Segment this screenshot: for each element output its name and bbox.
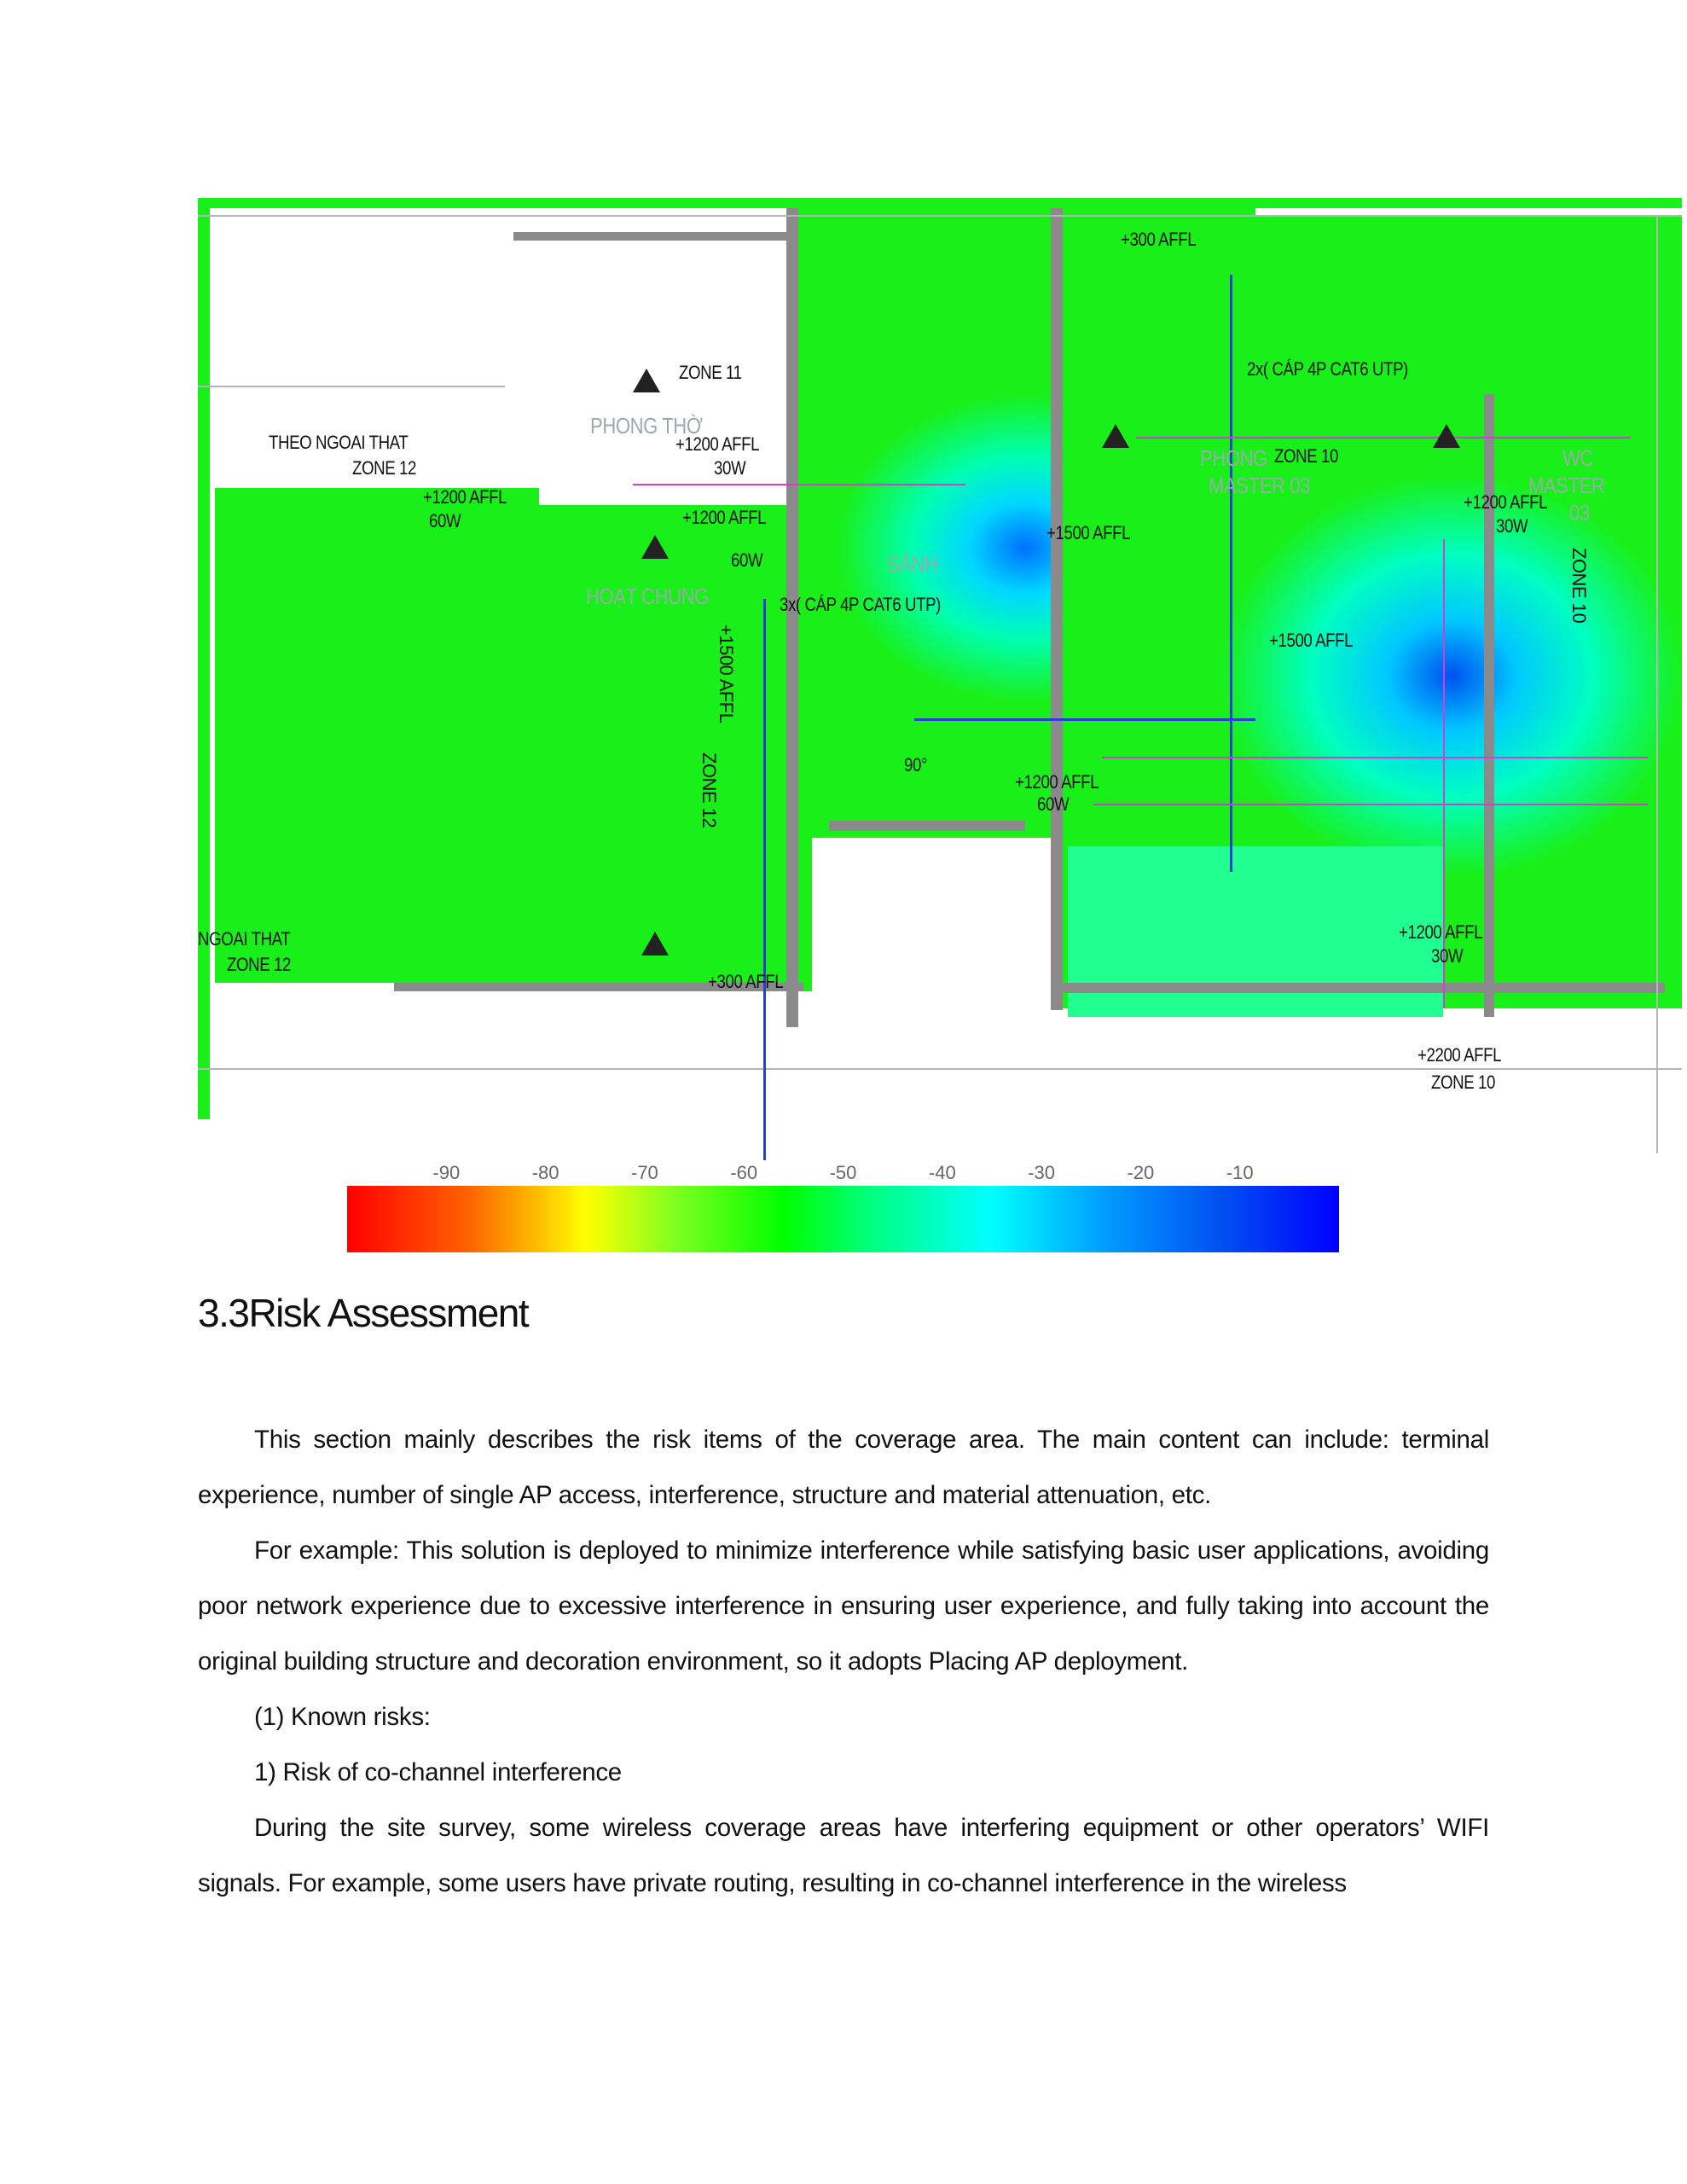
cable-line [914,718,1255,721]
label: 90° [904,754,928,775]
colorbar-tick: -70 [630,1162,658,1183]
wall [786,208,798,1027]
paragraph: During the site survey, some wireless co… [198,1814,1489,1897]
label: ZONE 12 [352,457,416,479]
label: +1500 AFFL [1269,630,1354,651]
access-point-icon [1102,424,1129,448]
cable-line [1230,275,1232,872]
grid-line [1656,215,1658,1153]
label: 2x( CÁP 4P CAT6 UTP) [1247,358,1408,380]
label: ZONE 10 [1431,1072,1495,1093]
signal-strength-colorbar [347,1186,1339,1252]
label: 30W [1431,945,1464,967]
label: NGOAI THAT [198,928,291,950]
label: +1200 AFFL [423,486,507,508]
pa-line [1136,437,1631,439]
section-heading: 3.3Risk Assessment [198,1291,530,1335]
label: +300 AFFL [1121,229,1197,250]
colorbar-tick: -90 [432,1162,461,1183]
label: ZONE 10 [1274,445,1338,467]
room-label: HOẠT CHUNG [586,584,709,609]
access-point-icon [1433,424,1460,448]
room-label: 03 [1569,500,1590,526]
wall [513,232,786,241]
wall [1484,394,1494,1017]
paragraph: (1) Known risks: [254,1703,431,1731]
colorbar-tick: -80 [531,1162,559,1183]
heat-zone-top [198,198,1682,208]
grid-line [198,386,505,387]
wall [829,821,1025,831]
section-body: This section mainly describes the risk i… [198,1412,1489,1911]
colorbar-tick: -30 [1028,1162,1055,1183]
heat-zone-left-edge [198,198,210,1119]
pa-line [1102,757,1648,758]
label: +2200 AFFL [1417,1044,1502,1066]
label: +1200 AFFL [675,433,760,455]
pa-line [1443,539,1445,1008]
access-point-icon [641,932,669,956]
label: 3x( CÁP 4P CAT6 UTP) [780,594,941,615]
label: ZONE 11 [679,362,742,383]
label: 60W [731,549,763,571]
label: ZONE 12 [699,752,720,828]
cable-line [763,599,766,1160]
access-point-icon [633,369,660,392]
room-label: MASTER 03 [1209,473,1310,498]
label: 30W [714,457,746,479]
paragraph: 1) Risk of co-channel interference [254,1758,622,1786]
label: THEO NGOAI THAT [269,432,409,453]
room-label: MASTER [1528,473,1605,498]
paragraph: For example: This solution is deployed t… [198,1536,1489,1676]
colorbar-tick: -20 [1127,1162,1155,1183]
wifi-heatmap-floor-plan: +300 AFFL ZONE 11 PHONG THỜ +1200 AFFL 3… [198,198,1687,1160]
label: +1500 AFFL [716,624,737,723]
room-label: WC [1562,445,1593,471]
pa-line [633,484,965,485]
wall [394,983,803,991]
label: +1200 AFFL [1015,771,1099,793]
pa-line [1093,804,1648,805]
label: +1200 AFFL [682,507,767,528]
colorbar-tick: -10 [1226,1162,1254,1183]
label: ZONE 10 [1568,548,1590,624]
label: +300 AFFL [708,971,784,992]
room-label: SẢNH [887,551,938,577]
colorbar-tick: -50 [829,1162,857,1183]
room-label: PHONG THỜ [590,413,703,439]
paragraph: This section mainly describes the risk i… [198,1426,1489,1509]
wall [1051,208,1063,1010]
colorbar-ticks: -90 -80 -70 -60 -50 -40 -30 -20 -10 [347,1162,1339,1186]
label: +1200 AFFL [1464,491,1548,513]
wall [1051,983,1665,993]
label: +1200 AFFL [1399,921,1483,943]
label: 60W [429,510,461,531]
label: 60W [1037,793,1070,815]
heat-zone-outdoor [215,488,539,983]
label: ZONE 12 [227,954,291,975]
label: +1500 AFFL [1046,522,1131,543]
grid-line [198,215,1682,217]
label: 30W [1496,515,1528,537]
colorbar-tick: -60 [730,1162,758,1183]
heat-zone-living [505,505,812,991]
colorbar-tick: -40 [928,1162,956,1183]
grid-line [198,1068,1682,1070]
access-point-icon [641,535,669,559]
room-label: PHONG [1200,445,1267,471]
